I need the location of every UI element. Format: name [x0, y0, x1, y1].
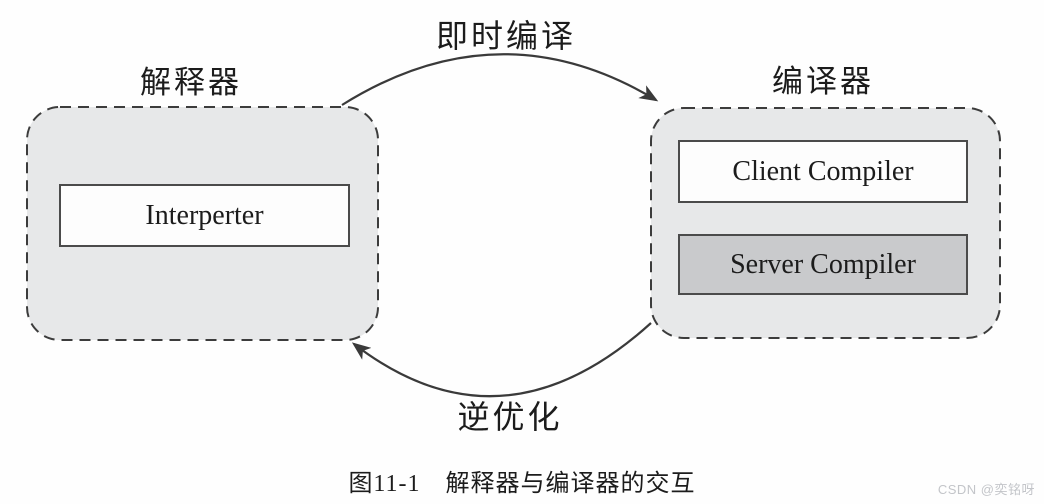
compiler-group-title: 编译器 [772, 64, 874, 99]
deoptimization-arrow-label: 逆优化 [457, 399, 563, 435]
client-compiler-box: Client Compiler [678, 140, 968, 203]
jit-compile-arrow-label: 即时编译 [435, 18, 576, 54]
interpreter-group-title: 解释器 [140, 65, 242, 100]
deoptimization-arrow [351, 322, 652, 398]
csdn-watermark: CSDN @奕铭呀 [937, 482, 1035, 497]
jit-compile-arrow [341, 53, 659, 106]
figure-caption: 图11-1 解释器与编译器的交互 [348, 471, 696, 497]
server-compiler-box: Server Compiler [678, 234, 968, 295]
interpreter-box: Interperter [59, 184, 350, 247]
